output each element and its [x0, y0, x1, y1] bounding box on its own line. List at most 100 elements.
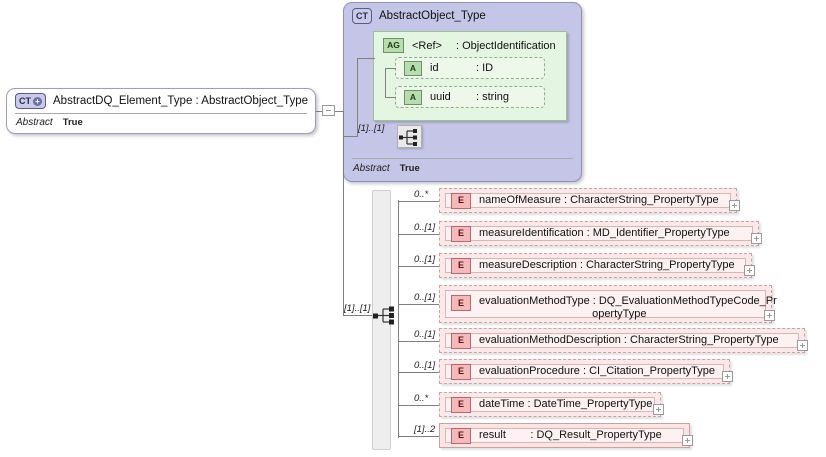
elements-spine — [398, 200, 399, 438]
base-type-sequence-occurrence: [1]..[1] — [358, 123, 385, 134]
element-label: nameOfMeasure : CharacterString_Property… — [479, 194, 719, 206]
root-type-abstract-row: Abstract True — [16, 117, 83, 128]
root-type-header: CT + AbstractDQ_Element_Type : AbstractO… — [7, 89, 315, 113]
base-type-inlet-riser — [357, 58, 358, 137]
attribute-id-box[interactable]: A id : ID — [395, 57, 545, 79]
attribute-id-name: id — [430, 62, 439, 74]
expand-plus-icon[interactable]: + — [33, 96, 42, 106]
base-type-title: AbstractObject_Type — [379, 10, 486, 22]
element-branch-line — [398, 436, 439, 437]
root-outlet-line — [316, 111, 323, 112]
attribute-uuid-type: : string — [476, 91, 510, 103]
element-occurrence-label: 0..[1] — [414, 360, 436, 371]
elements-sequence-icon[interactable] — [372, 304, 400, 327]
complex-type-icon: CT — [352, 8, 372, 24]
root-branch-line — [335, 111, 344, 112]
complex-type-tag-label: CT — [19, 95, 31, 106]
element-branch-line — [398, 341, 439, 342]
attribute-icon: A — [404, 60, 422, 76]
element-icon: E — [451, 396, 471, 413]
base-type-abstract-value: True — [399, 163, 420, 174]
element-expand-icon[interactable] — [764, 310, 775, 321]
element-icon: E — [451, 192, 471, 209]
base-type-separator — [352, 158, 573, 159]
element-expand-icon[interactable] — [744, 265, 755, 276]
element-icon: E — [451, 225, 471, 242]
attribute-branch-spine — [385, 68, 386, 98]
complex-type-tag-label: CT — [356, 10, 368, 21]
element-label: evaluationMethodDescription : CharacterS… — [479, 334, 779, 346]
branch-spine — [343, 111, 344, 316]
root-type-abstract-value: True — [62, 117, 83, 128]
element-occurrence-label: 0..[1] — [414, 222, 436, 233]
attribute-id-type: : ID — [476, 62, 494, 74]
element-occurrence-label: 0..[1] — [414, 329, 436, 340]
attribute-uuid-box[interactable]: A uuid : string — [395, 86, 545, 108]
attribute-tag-label: A — [409, 91, 417, 102]
element-icon: E — [451, 427, 471, 444]
element-occurrence-label: 0..* — [414, 189, 429, 200]
complex-type-icon: CT + — [15, 93, 46, 109]
element-branch-line — [398, 405, 439, 406]
element-expand-icon[interactable] — [722, 371, 733, 382]
element-branch-line — [398, 372, 439, 373]
element-icon: E — [451, 363, 471, 380]
base-type-abstract-row: Abstract True — [353, 163, 420, 174]
collapse-minus-icon[interactable] — [322, 105, 335, 116]
element-icon: E — [451, 295, 471, 311]
attribute-branch-id — [385, 68, 396, 69]
element-expand-icon[interactable] — [682, 435, 693, 446]
sequence-icon-glyph — [399, 129, 417, 146]
base-type-inlet-line — [344, 136, 358, 137]
root-type-title: AbstractDQ_Element_Type : AbstractObject… — [53, 95, 309, 107]
element-branch-line — [398, 234, 439, 235]
element-label: evaluationMethodType : DQ_EvaluationMeth… — [479, 295, 777, 320]
element-occurrence-label: 0..* — [414, 393, 429, 404]
attribute-group-type: : ObjectIdentification — [455, 39, 556, 52]
attribute-group-name: <Ref> — [412, 39, 442, 52]
element-expand-icon[interactable] — [653, 404, 664, 415]
element-expand-icon[interactable] — [729, 200, 740, 211]
element-icon: E — [451, 332, 471, 349]
element-branch-line — [398, 201, 439, 202]
sequence-icon[interactable] — [397, 125, 422, 148]
root-type-box[interactable]: CT + AbstractDQ_Element_Type : AbstractO… — [6, 88, 316, 134]
base-type-abstract-key: Abstract — [353, 163, 390, 174]
attribute-group-box[interactable]: AG <Ref> : ObjectIdentification A id : I… — [373, 31, 567, 121]
element-label: measureDescription : CharacterString_Pro… — [479, 259, 735, 271]
attribute-group-tag-label: AG — [387, 40, 400, 51]
attribute-branch-uuid — [385, 97, 396, 98]
element-occurrence-label: 0..[1] — [414, 292, 436, 303]
element-branch-line — [398, 266, 439, 267]
root-type-separator — [15, 113, 307, 114]
branch-to-sequence-line — [343, 315, 377, 316]
element-occurrence-label: 0..[1] — [414, 254, 436, 265]
element-occurrence-label: [1]..2 — [414, 424, 436, 435]
element-label: evaluationProcedure : CI_Citation_Proper… — [479, 365, 716, 377]
base-type-attrgroup-link — [357, 58, 375, 59]
attribute-tag-label: A — [409, 62, 417, 73]
sequence-icon-glyph — [373, 306, 394, 325]
base-type-box[interactable]: CT AbstractObject_Type AG <Ref> : Object… — [343, 2, 582, 182]
sequence-occurrence-label: [1]..[1] — [344, 303, 371, 314]
element-expand-icon[interactable] — [797, 340, 808, 351]
element-branch-line — [398, 304, 439, 305]
element-expand-icon[interactable] — [751, 233, 762, 244]
